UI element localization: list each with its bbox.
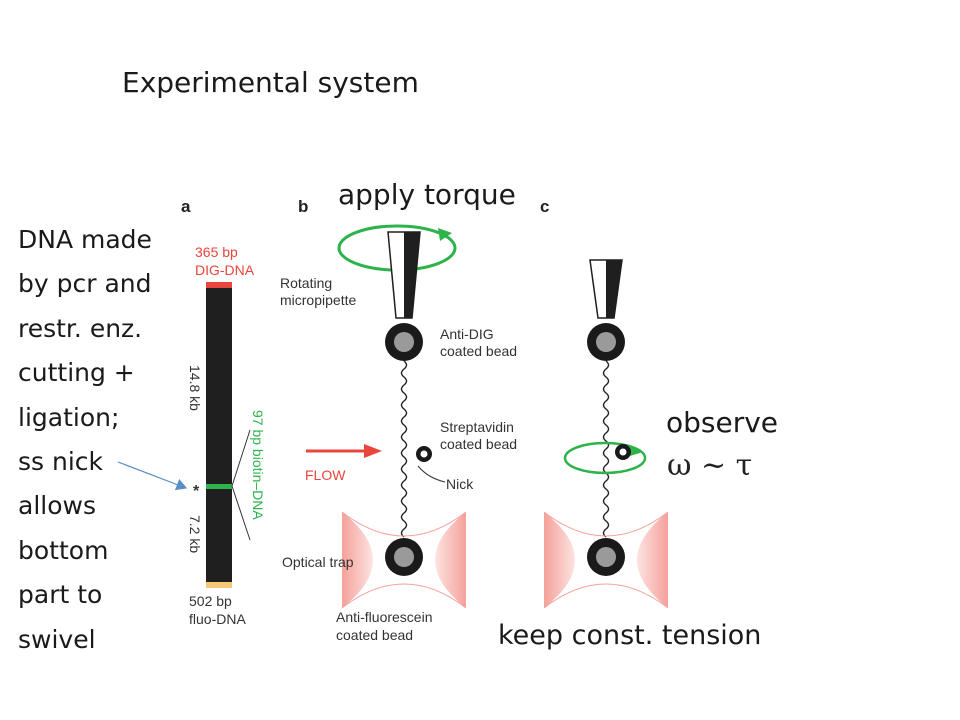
mid-bead-label: Streptavidin [440,419,514,435]
biotin-bracket-line [231,485,251,541]
optical-trap-outline [543,511,669,609]
torque-arrowhead-icon [438,228,452,241]
description-line: DNA made [18,225,152,254]
description-line: ss nick [18,447,104,477]
dig-label-size: 365 bp [195,244,238,260]
panel-b: b Rotating micropipette Anti-DIG coated … [280,197,517,643]
micropipette-shade [606,260,622,318]
anti-dig-bead-core [596,332,616,352]
panel-c: c [540,197,669,609]
observe-rotation-arrow [563,441,647,475]
dna-description: DNA made by pcr and restr. enz. cutting … [18,218,188,662]
anti-fluorescein-bead-core [596,547,616,567]
optical-trap-left [342,512,373,608]
optical-trap-left [544,512,575,608]
anti-fluorescein-bead-core [394,547,414,567]
dig-label-name: DIG-DNA [195,262,255,278]
biotin-segment [206,484,232,489]
streptavidin-bead-core [420,450,428,458]
biotin-label: 97 bp biotin–DNA [250,410,266,520]
keep-tension-label: keep const. tension [498,620,762,651]
dna-bar [206,288,232,584]
omega-tau-relation: ω ~ τ [667,448,753,483]
panel-b-letter: b [298,197,308,216]
dna-strand [400,360,408,538]
nick-marker: * [193,483,200,500]
description-line: cutting + [18,358,135,388]
fluo-label-size: 502 bp [189,593,232,609]
top-bead-label: coated bead [440,343,517,359]
fluo-label-name: fluo-DNA [189,611,246,627]
optical-trap-right [435,512,466,608]
mid-bead-label: coated bead [440,436,517,452]
panel-a: a 365 bp DIG-DNA 14.8 kb 7.2 kb * 97 bp … [117,197,266,627]
anti-dig-bead-core [394,332,414,352]
panel-a-letter: a [181,197,191,216]
dig-segment [206,282,232,288]
description-line: by pcr and [18,269,152,299]
bottom-bead-label: coated bead [336,627,413,643]
trap-label: Optical trap [282,554,354,570]
fluo-segment [206,582,232,588]
nick-label: Nick [446,476,474,492]
dna-strand [602,360,610,538]
panel-c-letter: c [540,197,549,216]
description-line: part to [18,580,103,610]
description-line: swivel [18,624,96,654]
description-line: ligation; [18,402,120,432]
bottom-bead-label: Anti-fluorescein [336,609,433,625]
description-line: allows [18,491,96,521]
observe-arrowhead-icon [630,445,643,456]
flow-arrowhead-icon [364,444,382,458]
description-line: bottom [18,535,109,565]
apply-torque-label: apply torque [338,178,516,211]
optical-trap-outline [341,511,467,609]
streptavidin-bead-core [619,448,627,456]
length-upper-label: 14.8 kb [187,365,203,411]
nick-pointer [417,465,446,483]
micropipette-shade [404,232,420,318]
flow-label: FLOW [305,467,346,483]
description-line: restr. enz. [18,313,143,343]
pipette-label: Rotating [280,275,332,291]
top-bead-label: Anti-DIG [440,326,494,342]
slide-title: Experimental system [122,66,419,99]
pipette-label: micropipette [280,292,356,308]
optical-trap-right [637,512,668,608]
biotin-bracket-line [231,429,251,487]
length-lower-label: 7.2 kb [187,515,203,553]
observe-label: observe [666,406,779,439]
nick-pointer-arrow [117,461,188,491]
